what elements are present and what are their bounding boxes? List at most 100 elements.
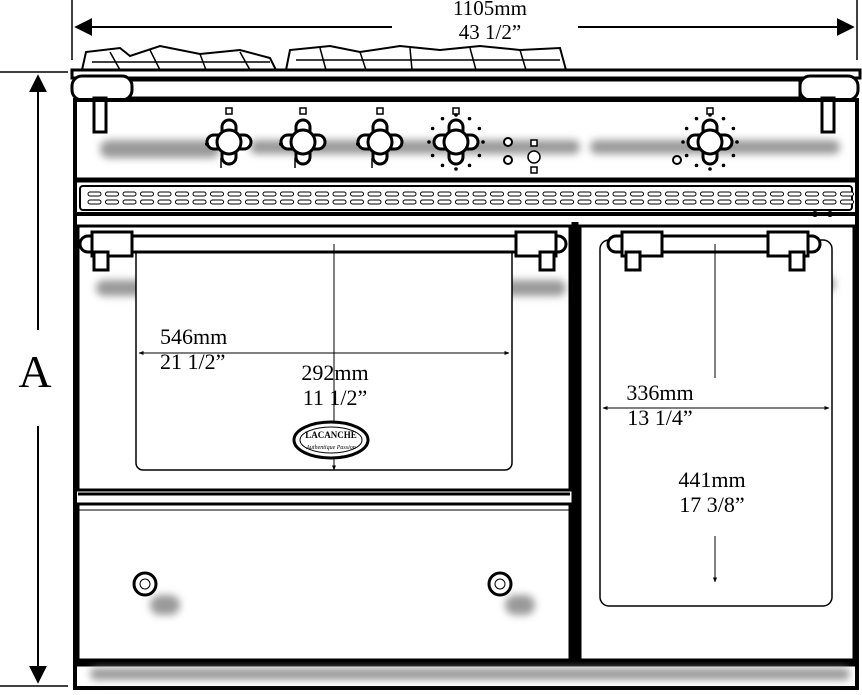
knob-side-oven-thermostat[interactable]: [681, 107, 739, 171]
towel-rail-post-left: [70, 74, 134, 134]
vent-slot: [595, 191, 609, 197]
side-oven-width-label: 336mm 13 1/4”: [598, 380, 722, 431]
vent-slot: [297, 199, 312, 205]
vent-slot: [647, 191, 662, 197]
vent-slot: [175, 199, 189, 205]
vent-slot: [332, 191, 347, 197]
vent-slot: [192, 191, 207, 197]
vent-slot: [805, 199, 819, 205]
vent-slot: [647, 199, 662, 205]
vent-slot: [612, 191, 627, 197]
vent-slot: [157, 191, 172, 197]
vent-slot: [210, 191, 224, 197]
vent-slot: [315, 191, 329, 197]
vent-slot: [105, 199, 119, 205]
vent-slot: [507, 191, 522, 197]
side-oven-door[interactable]: [578, 224, 856, 662]
vent-slot: [315, 199, 329, 205]
oven-height-metric: 292mm: [301, 360, 369, 385]
vent-slot: [665, 199, 679, 205]
vent-slot: [420, 191, 434, 197]
oven-width-label: 546mm 21 1/2”: [160, 324, 290, 375]
vent-slot: [822, 199, 837, 205]
vent-slot: [490, 199, 504, 205]
vent-slot: [560, 199, 574, 205]
vent-slot: [280, 199, 294, 205]
storage-drawer[interactable]: [76, 502, 572, 662]
side-oven-width-metric: 336mm: [626, 380, 694, 405]
vent-slot: [682, 191, 697, 197]
vent-slot: [700, 199, 714, 205]
vent-slot: [840, 191, 854, 197]
vent-slot: [805, 191, 819, 197]
vent-slot: [542, 191, 557, 197]
lacanche-logo-text: LACANCHE: [305, 430, 357, 440]
vent-slot: [682, 199, 697, 205]
vent-slot: [402, 191, 417, 197]
vent-slot: [455, 199, 469, 205]
vent-strip: [79, 185, 854, 217]
main-oven-door[interactable]: [76, 224, 572, 496]
vent-slot: [87, 191, 102, 197]
knob-burner-2[interactable]: [279, 107, 327, 168]
vent-slot: [262, 199, 277, 205]
vent-slot: [490, 191, 504, 197]
vent-slot: [332, 199, 347, 205]
vent-slot: [140, 191, 154, 197]
vent-slot: [350, 199, 364, 205]
vent-slot: [175, 191, 189, 197]
towel-rail-post-right: [798, 74, 860, 134]
vent-slot: [752, 191, 767, 197]
vent-slot: [210, 199, 224, 205]
lacanche-logo-script: Authentique Passion: [305, 445, 356, 451]
vent-slot: [385, 199, 399, 205]
vent-slot: [122, 199, 137, 205]
vent-slot: [787, 191, 802, 197]
side-oven-handle[interactable]: [606, 230, 822, 272]
height-dimension-line: [0, 71, 68, 687]
vent-slot: [437, 191, 452, 197]
vent-slot: [140, 199, 154, 205]
overall-width-label: 1105mm 43 1/2”: [410, 0, 570, 44]
vent-slot: [770, 191, 784, 197]
switch-icon[interactable]: [527, 139, 541, 174]
vent-slot: [630, 199, 644, 205]
vent-slot: [227, 199, 242, 205]
vent-slot: [700, 191, 714, 197]
vent-slot: [280, 191, 294, 197]
oven-height-label: 292mm 11 1/2”: [270, 360, 400, 411]
vent-slot: [822, 191, 837, 197]
vent-slot: [577, 191, 592, 197]
main-oven-handle[interactable]: [78, 230, 568, 272]
vent-slot: [385, 191, 399, 197]
drawer-knob-right[interactable]: [487, 571, 513, 597]
oven-height-imperial: 11 1/2”: [302, 385, 368, 411]
vent-slot: [367, 191, 382, 197]
drawer-knob-left[interactable]: [132, 571, 158, 597]
lacanche-logo: LACANCHE Authentique Passion: [292, 420, 370, 460]
vent-slot: [262, 191, 277, 197]
vent-slot: [735, 199, 749, 205]
vent-slot: [87, 199, 102, 205]
vent-slot: [402, 199, 417, 205]
vent-slot: [840, 199, 854, 205]
vent-slot: [770, 199, 784, 205]
vent-slot: [787, 199, 802, 205]
overall-height-label: A: [10, 346, 60, 399]
vent-slot: [577, 199, 592, 205]
vent-slot: [297, 191, 312, 197]
side-oven-dimension-lines: [602, 244, 830, 583]
knob-oven-thermostat[interactable]: [427, 107, 485, 171]
vent-slot: [455, 191, 469, 197]
overall-width-imperial: 43 1/2”: [458, 20, 522, 45]
vent-slot: [157, 199, 172, 205]
vent-slot: [105, 191, 119, 197]
indicator-lights: [503, 137, 513, 165]
vent-slot: [420, 199, 434, 205]
knob-burner-3[interactable]: [356, 107, 404, 168]
cooktop-grates: [80, 44, 568, 71]
knob-burner-1[interactable]: [205, 107, 253, 168]
oven-width-metric: 546mm: [160, 324, 228, 349]
vent-slot: [245, 191, 259, 197]
